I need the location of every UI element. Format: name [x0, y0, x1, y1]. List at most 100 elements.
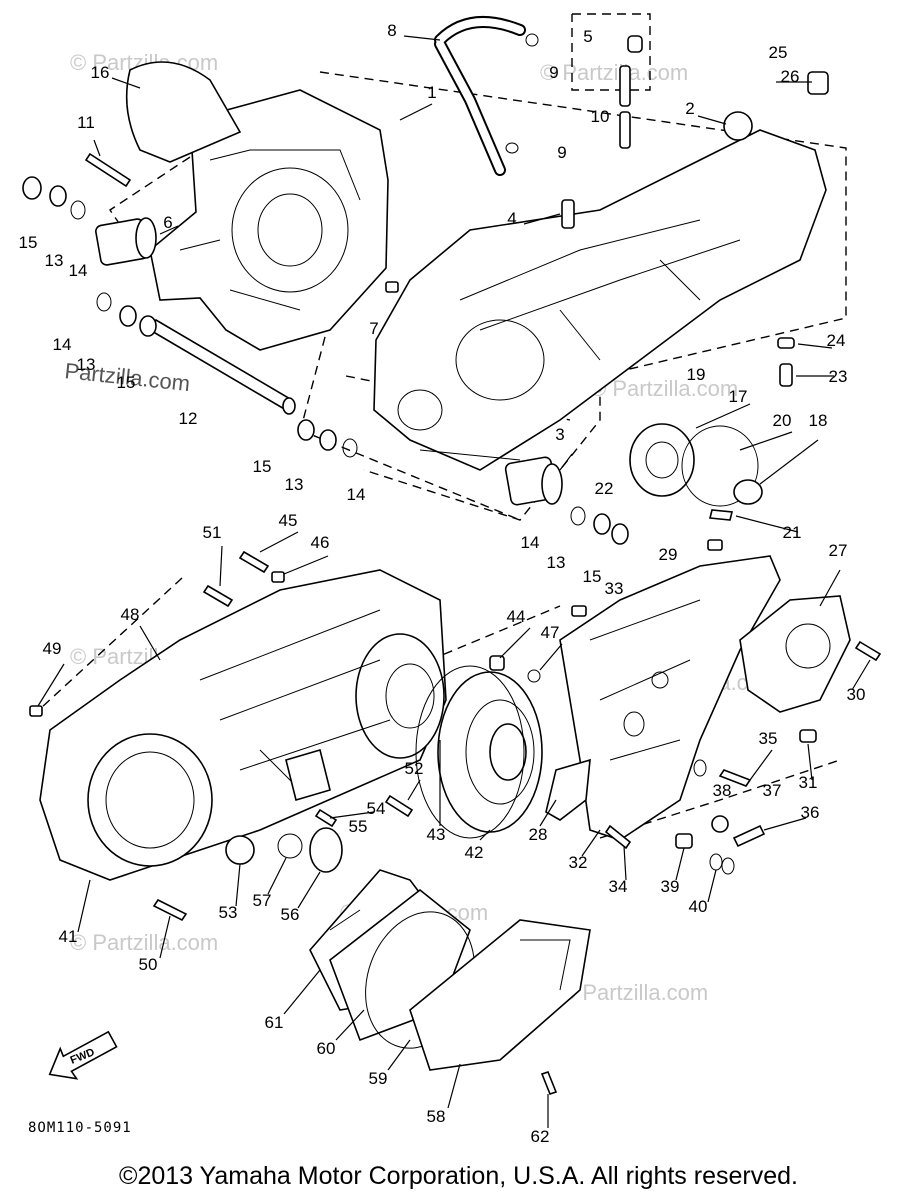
callout-c46: 46	[311, 533, 330, 552]
callout-c23: 23	[829, 367, 848, 386]
callout-c7: 7	[369, 319, 378, 338]
bearing-6	[95, 217, 157, 266]
callout-c47: 47	[541, 623, 560, 642]
callout-c26: 26	[781, 67, 800, 86]
callout-c60: 60	[317, 1039, 336, 1058]
callout-c25: 25	[769, 43, 788, 62]
bearing-3	[504, 456, 563, 506]
callout-c45: 45	[279, 511, 298, 530]
callout-c15b: 15	[117, 373, 136, 392]
callout-c51: 51	[203, 523, 222, 542]
callout-c48: 48	[121, 605, 140, 624]
callout-c42: 42	[465, 843, 484, 862]
watermark-bottom-left: © Partzilla.com	[70, 930, 218, 955]
callout-c28: 28	[529, 825, 548, 844]
callout-c9a: 9	[549, 63, 558, 82]
watermark-top-right: © Partzilla.com	[540, 60, 688, 85]
callout-c19: 19	[687, 365, 706, 384]
callout-c6: 6	[163, 213, 172, 232]
exploded-parts-diagram: © Partzilla.com © Partzilla.com © Partzi…	[19, 13, 882, 1146]
leader-lines	[37, 35, 871, 1128]
callout-c49: 49	[43, 639, 62, 658]
callout-c58: 58	[427, 1107, 446, 1126]
callout-c55: 55	[349, 817, 368, 836]
callout-c62: 62	[531, 1127, 550, 1146]
cover-right-32	[559, 555, 781, 841]
callout-c59: 59	[369, 1069, 388, 1088]
bearing-2	[723, 111, 753, 141]
pulley-42	[415, 665, 543, 839]
callout-c57: 57	[253, 891, 272, 910]
callout-c30: 30	[847, 685, 866, 704]
watermark-mid-right: © Partzilla.com	[590, 376, 738, 401]
callout-c14d: 14	[521, 533, 540, 552]
breather-hose-8	[434, 16, 526, 176]
callout-c13a: 13	[45, 251, 64, 270]
cover-27	[739, 595, 851, 713]
crankcase-right-half	[373, 129, 827, 471]
callout-c56: 56	[281, 905, 300, 924]
callout-c52: 52	[405, 759, 424, 778]
callout-c13b: 13	[77, 355, 96, 374]
callout-c43: 43	[427, 825, 446, 844]
callout-c31: 31	[799, 773, 818, 792]
callout-c12: 12	[179, 409, 198, 428]
callout-c5: 5	[583, 27, 592, 46]
drawing-code: 8OM110-5091	[28, 1120, 132, 1136]
bottom-hardware	[29, 539, 882, 1095]
breather-hose-8-inner	[436, 18, 524, 174]
forward-arrow: FWD	[48, 1030, 118, 1080]
callout-c50: 50	[139, 955, 158, 974]
callout-c14b: 14	[53, 335, 72, 354]
gasket-16	[125, 61, 242, 163]
seals-middle	[297, 419, 629, 545]
callout-c17: 17	[729, 387, 748, 406]
callout-c2: 2	[685, 99, 694, 118]
callout-c36: 36	[801, 803, 820, 822]
crankcase-cover-left	[39, 569, 447, 881]
watermark-bottom-right: © Partzilla.com	[560, 980, 708, 1005]
callout-c14a: 14	[69, 261, 88, 280]
callout-c22: 22	[595, 479, 614, 498]
callout-c53: 53	[219, 903, 238, 922]
callout-c44: 44	[507, 607, 526, 626]
callout-c15d: 15	[583, 567, 602, 586]
callout-c15c: 15	[253, 457, 272, 476]
callout-c33: 33	[605, 579, 624, 598]
callout-c37: 37	[763, 781, 782, 800]
callout-c14c: 14	[347, 485, 366, 504]
callout-c10: 10	[591, 107, 610, 126]
top-hardware	[84, 33, 829, 521]
callout-c13d: 13	[547, 553, 566, 572]
callout-c16: 16	[91, 63, 110, 82]
callout-c35: 35	[759, 729, 778, 748]
callout-c27: 27	[829, 541, 848, 560]
callout-c9b: 9	[557, 143, 566, 162]
callout-c39: 39	[661, 877, 680, 896]
callout-c61: 61	[265, 1013, 284, 1032]
callout-c41: 41	[59, 927, 78, 946]
callout-c40: 40	[689, 897, 708, 916]
callout-c24: 24	[827, 331, 846, 350]
bracket-28	[545, 758, 591, 821]
callout-c34: 34	[609, 877, 628, 896]
callout-c21: 21	[783, 523, 802, 542]
callout-c18: 18	[809, 411, 828, 430]
callout-c4: 4	[507, 209, 516, 228]
callout-c29: 29	[659, 545, 678, 564]
callout-c54: 54	[367, 799, 386, 818]
oil-pump-17	[629, 423, 763, 507]
callout-c1: 1	[427, 83, 436, 102]
callout-c20: 20	[773, 411, 792, 430]
callout-c32: 32	[569, 853, 588, 872]
callout-c3: 3	[555, 425, 564, 444]
callout-c38: 38	[713, 781, 732, 800]
seals-left-top	[22, 176, 157, 337]
callout-c13c: 13	[285, 475, 304, 494]
callout-c11: 11	[77, 113, 95, 132]
callout-c8: 8	[387, 21, 396, 40]
crankcase-left-half	[149, 89, 389, 351]
intake-assembly	[309, 869, 591, 1071]
callout-c15a: 15	[19, 233, 38, 252]
callout-labels: 1234567899101112131313131414141415151515…	[19, 21, 866, 1146]
